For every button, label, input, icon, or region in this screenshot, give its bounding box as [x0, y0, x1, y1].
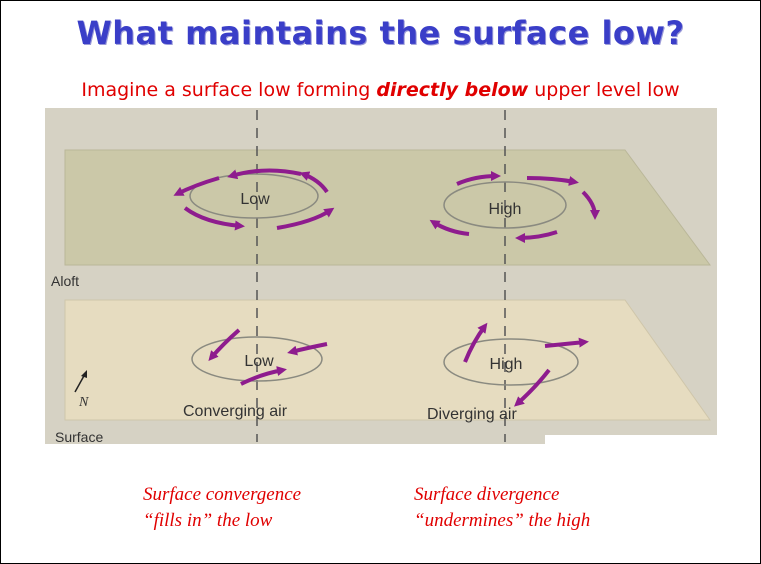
convergence-caption: Surface convergence “fills in” the low [143, 482, 301, 534]
surface-low-arrow-2 [287, 342, 328, 356]
subtitle-before: Imagine a surface low forming [81, 79, 377, 101]
upper-low-arrow-top [227, 168, 302, 180]
upper-low-isobar [189, 173, 319, 219]
convergence-caption-line2: “fills in” the low [143, 510, 273, 531]
surface-low-arrow-3 [240, 366, 287, 386]
upper-high-arrow-left [429, 219, 470, 236]
upper-high-arrow-bottom [515, 230, 558, 243]
convergence-caption-line1: Surface convergence [143, 484, 302, 505]
upper-high-label: High [489, 201, 522, 218]
upper-low-arrow-bottom-left [183, 206, 245, 231]
surface-high-isobar [443, 338, 579, 386]
slide-title: What maintains the surface low? [76, 14, 685, 52]
subtitle-after: upper level low [528, 79, 680, 101]
upper-low-arrow-right [299, 171, 329, 194]
surface-low-isobar [191, 336, 323, 382]
surface-low-arrow-1 [208, 328, 241, 362]
surface-high-arrow-1 [463, 322, 488, 363]
upper-high-arrow-right [581, 190, 600, 220]
north-arrow-icon [74, 373, 86, 393]
subtitle-emphasis: directly below [376, 79, 529, 101]
figure-white-patch [545, 435, 717, 444]
upper-high-isobar [443, 181, 567, 229]
divergence-caption: Surface divergence “undermines” the high [414, 482, 590, 534]
surface-high-arrow-3 [514, 368, 551, 407]
upper-low-arrow-bottom-right [276, 207, 335, 230]
north-arrow-head-icon [81, 370, 87, 378]
upper-high-arrow-top-right [526, 176, 579, 186]
surface-label: Surface [55, 429, 103, 444]
surface-plane [64, 299, 711, 421]
aloft-plane [64, 149, 711, 266]
surface-low-label: Low [244, 353, 274, 370]
diverging-air-label: Diverging air [427, 406, 517, 423]
aloft-label: Aloft [51, 273, 79, 289]
north-label: N [78, 395, 89, 410]
upper-low-arrow-left [173, 176, 220, 196]
pressure-diagram: Low High Low High Aloft Surface Convergi… [45, 108, 717, 444]
surface-high-label: High [490, 356, 523, 373]
slide-subtitle: Imagine a surface low forming directly b… [0, 79, 761, 101]
converging-air-label: Converging air [183, 403, 288, 420]
divergence-caption-line2: “undermines” the high [414, 510, 591, 531]
divergence-caption-line1: Surface divergence [414, 484, 560, 505]
upper-low-label: Low [240, 191, 270, 208]
surface-high-arrow-2 [544, 337, 589, 348]
upper-high-arrow-top-left [456, 171, 501, 186]
